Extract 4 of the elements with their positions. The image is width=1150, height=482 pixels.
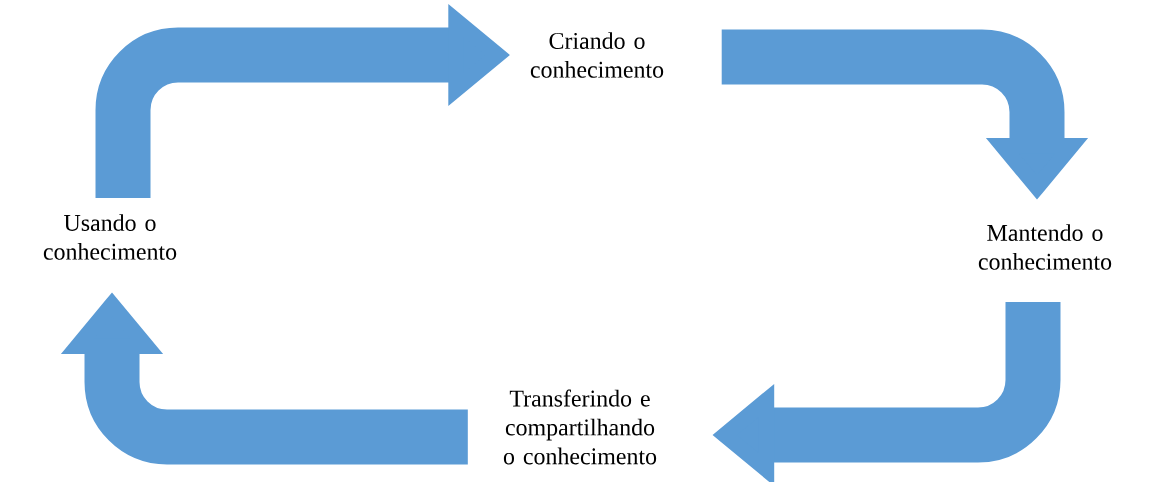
stage-label: Criando o conhecimento [530, 32, 664, 78]
stage-label: Usando o conhecimento [43, 214, 177, 260]
stage-label: Mantendo o conhecimento [978, 224, 1112, 270]
stage-label: Transferindo e compartilhando o conhecimento [503, 389, 657, 465]
